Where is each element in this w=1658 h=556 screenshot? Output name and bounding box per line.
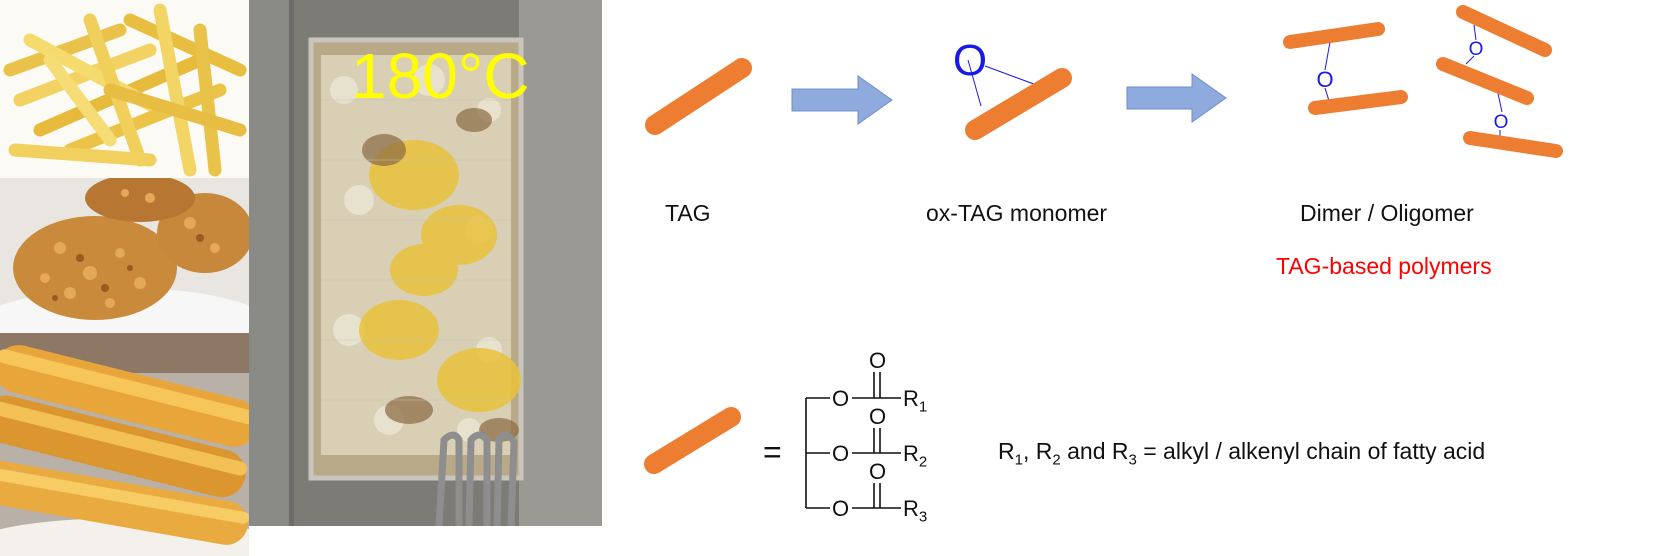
youtiao-photo [0,333,249,556]
arrow-oxidation [791,75,893,125]
equals-sign: = [763,434,782,470]
r-group-definition: R1, R2 and R3 = alkyl / alkenyl chain of… [998,438,1486,469]
polymers-label: TAG-based polymers [1276,253,1492,279]
dimer-molecule: O [1283,22,1408,115]
fries-illustration [0,0,249,178]
fried-chicken-illustration [0,178,249,333]
r-group-1: R1 [903,386,928,416]
r-group-3: R3 [903,496,928,526]
carbonyl-oxygen-2: O [869,404,887,429]
oxtag-oxygen: O [953,36,987,85]
deep-fryer-illustration: 180°C [249,0,602,526]
fries-photo [0,0,249,178]
oligomer-molecule: O O [1436,5,1563,158]
fried-chicken-photo [0,178,249,333]
oxtag-label: ox-TAG monomer [926,200,1108,226]
tag-label: TAG [665,200,711,226]
youtiao-illustration [0,333,249,556]
ester-oxygen-1: O [832,386,850,411]
oligomer-oxygen-1: O [1469,39,1484,60]
oligomer-oxygen-2: O [1494,112,1509,133]
dimer-oligomer-label: Dimer / Oligomer [1300,200,1474,226]
legend-chain [644,407,741,474]
triglyceride-structure [805,372,901,509]
ester-oxygen-3: O [832,496,850,521]
carbonyl-oxygen-3: O [869,459,887,484]
carbonyl-oxygen-1: O [869,348,887,373]
r-group-2: R2 [903,441,928,471]
ester-oxygen-2: O [832,441,850,466]
dimer-oxygen: O [1316,67,1333,92]
fryer-photo: 180°C [249,0,602,526]
arrow-polymerization [1126,73,1227,123]
temperature-label: 180°C [351,40,530,112]
oxtag-molecule: O [953,36,1072,140]
tag-molecule [645,58,752,135]
